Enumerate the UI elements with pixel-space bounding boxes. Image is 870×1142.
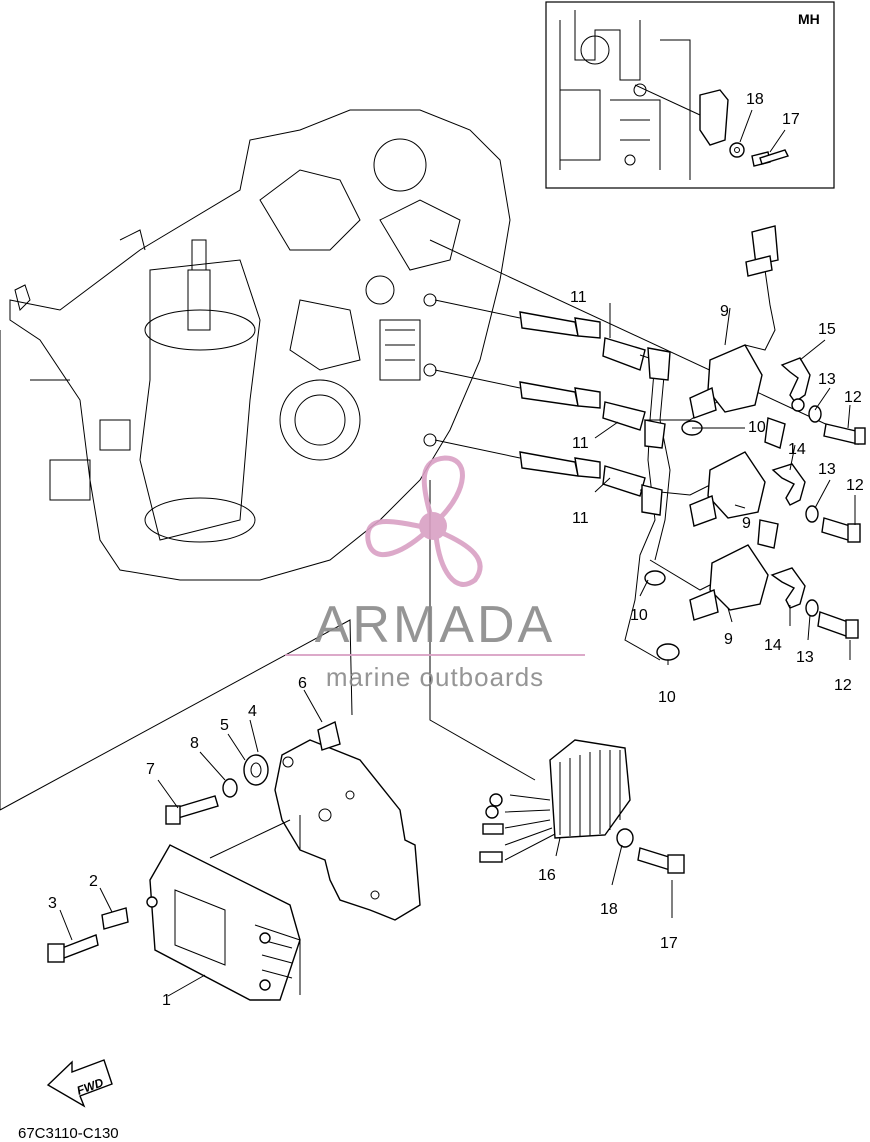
callout-10-top: 10 (748, 419, 766, 436)
callout-8: 8 (190, 735, 199, 752)
plug-caps-and-cords (602, 337, 721, 661)
callout-3: 3 (48, 895, 57, 912)
callout-9-top: 9 (720, 303, 729, 320)
callout-17: 17 (660, 935, 678, 952)
callout-6: 6 (298, 675, 307, 692)
cdi-unit-and-bracket (47, 720, 421, 1001)
engine-block (0, 109, 511, 810)
callout-16: 16 (538, 867, 556, 884)
rectifier-regulator (479, 739, 685, 874)
callout-12-top: 12 (844, 389, 862, 406)
callout-5: 5 (220, 717, 229, 734)
callouts: 1 2 3 4 5 6 7 8 11 11 11 9 9 9 10 10 10 … (48, 289, 864, 1009)
callout-15: 15 (818, 321, 836, 338)
inset-mh: MH 18 17 (545, 1, 835, 189)
armada-watermark: ARMADA marine outboards (285, 455, 585, 692)
fwd-arrow: FWD (46, 1059, 113, 1108)
callout-11-top: 11 (570, 289, 587, 306)
callout-13-bot: 13 (796, 649, 814, 666)
watermark-tagline: marine outboards (326, 662, 544, 692)
callout-13-mid: 13 (818, 461, 836, 478)
spark-plugs (519, 311, 601, 479)
inset-callout-17: 17 (782, 111, 800, 128)
grommets (644, 420, 703, 661)
callout-18: 18 (600, 901, 618, 918)
diagram-code: 67C3110-C130 (18, 1125, 119, 1142)
callout-13-top: 13 (818, 371, 836, 388)
callout-11-mid: 11 (572, 435, 589, 452)
callout-2: 2 (89, 873, 98, 890)
callout-12-bot: 12 (834, 677, 852, 694)
callout-7: 7 (146, 761, 155, 778)
propeller-logo-icon (365, 455, 483, 587)
callout-14-top: 14 (788, 441, 806, 458)
callout-9-mid: 9 (742, 515, 751, 532)
callout-1: 1 (162, 992, 171, 1009)
callout-10-bot: 10 (658, 689, 676, 706)
watermark-brand: ARMADA (315, 596, 555, 654)
inset-label: MH (798, 11, 820, 27)
ignition-coils (689, 225, 786, 621)
callout-12-mid: 12 (846, 477, 864, 494)
callout-9-bot: 9 (724, 631, 733, 648)
callout-10-mid: 10 (630, 607, 648, 624)
clamps-washers-bolts (770, 357, 866, 639)
callout-11-bot: 11 (572, 510, 589, 527)
inset-callout-18: 18 (746, 91, 764, 108)
callout-4: 4 (248, 703, 257, 720)
callout-14-bot: 14 (764, 637, 782, 654)
